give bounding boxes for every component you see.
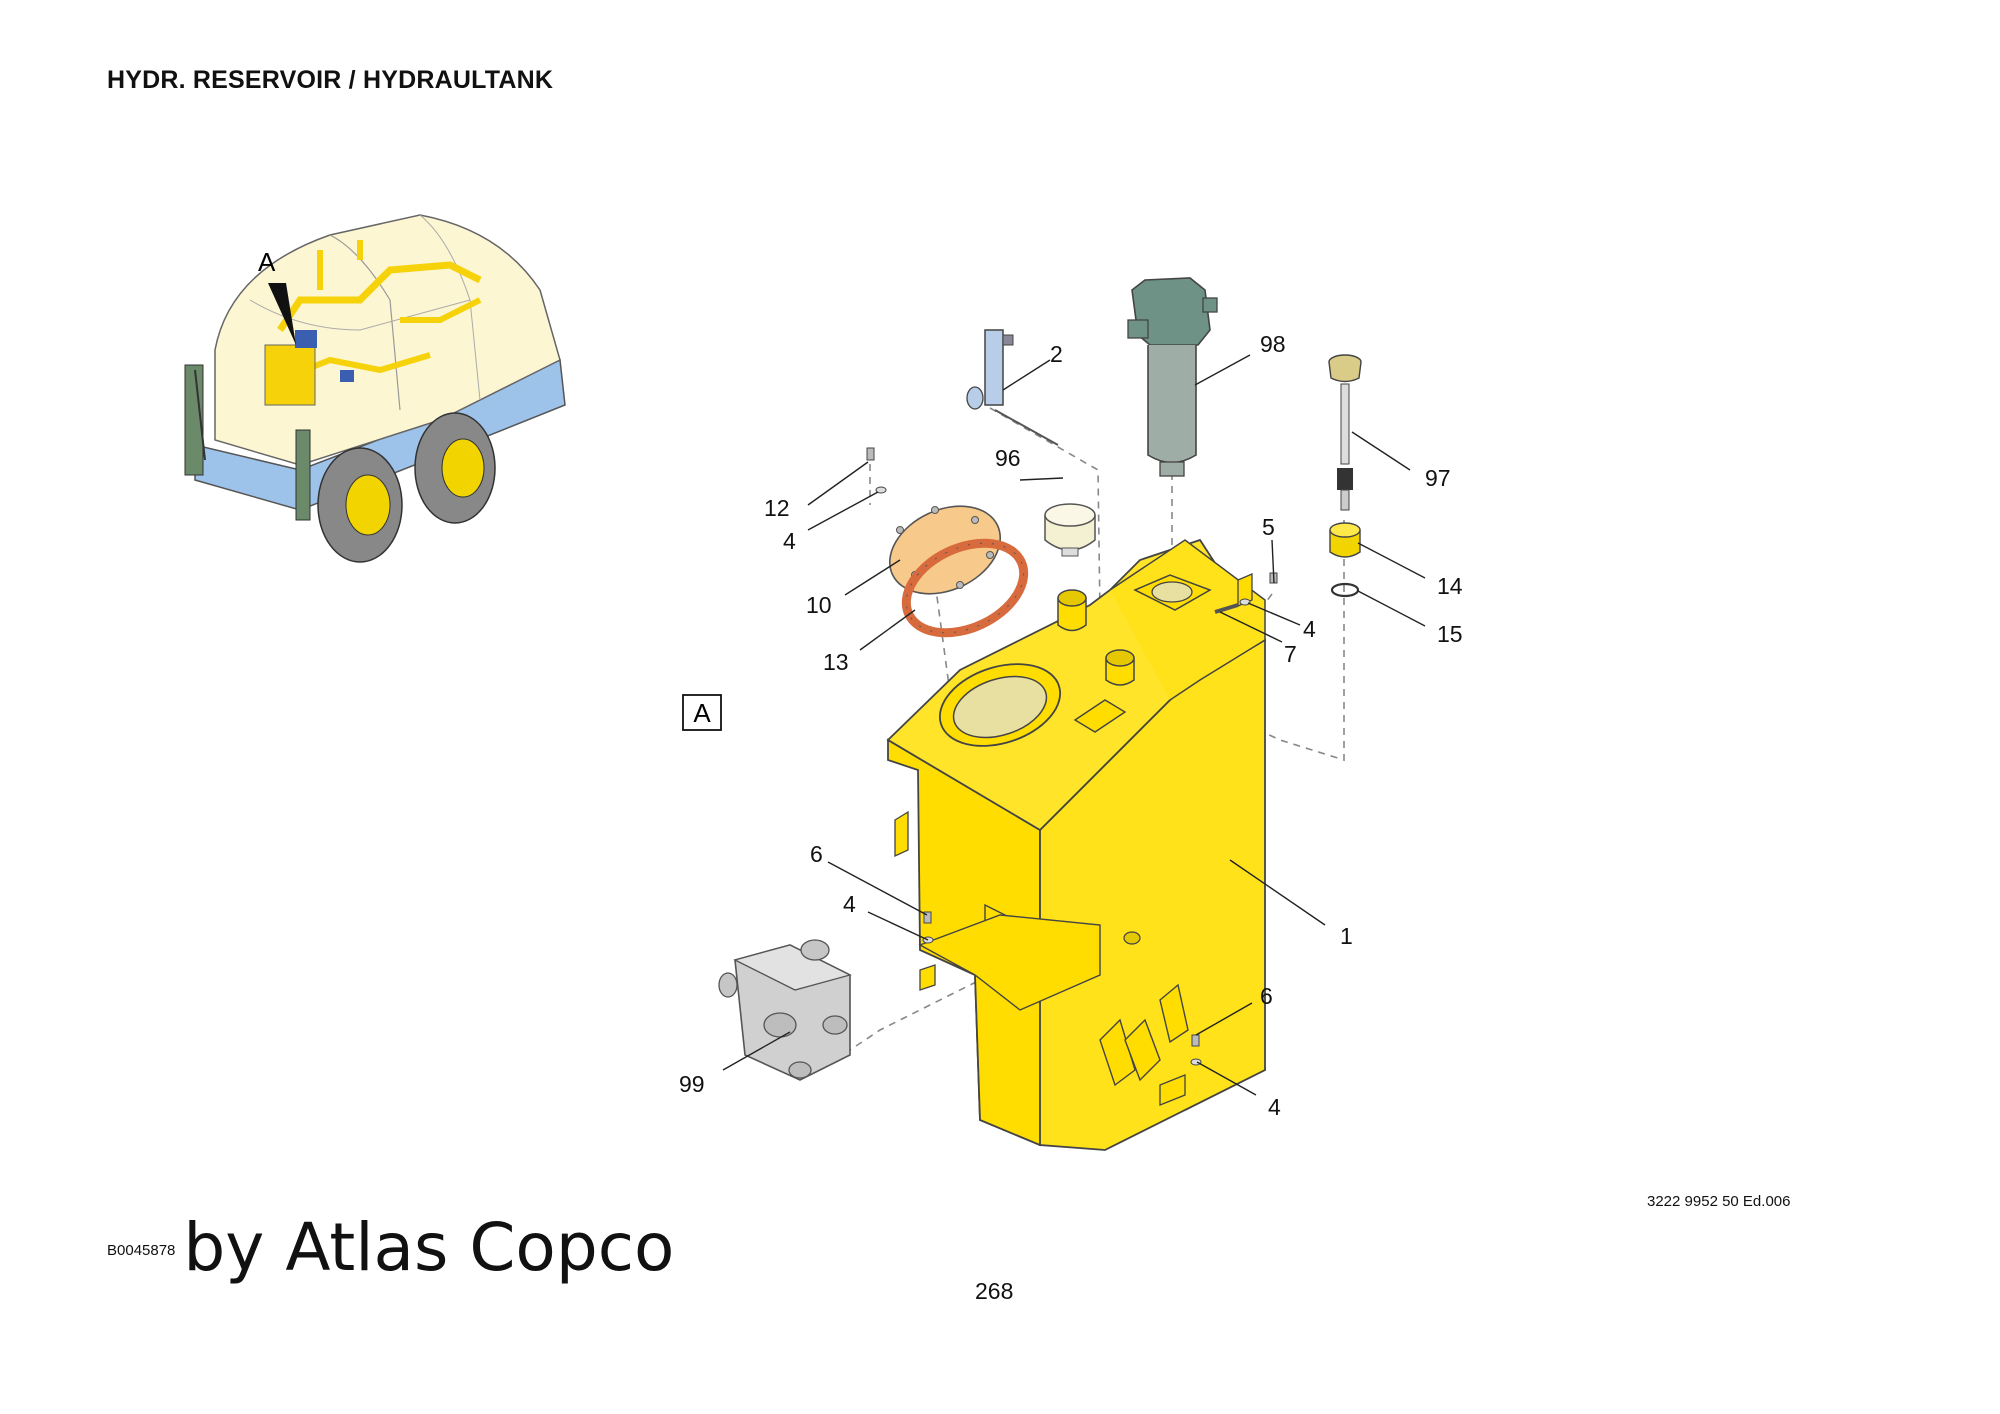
callout-5: 5 bbox=[1262, 514, 1275, 540]
level-indicator bbox=[1328, 354, 1362, 511]
callout-4-left: 4 bbox=[843, 891, 856, 917]
rear-wheel bbox=[317, 447, 403, 563]
adapter-nut bbox=[1329, 522, 1361, 558]
leader-lines bbox=[722, 354, 1426, 1096]
hydraulic-pump bbox=[718, 939, 852, 1081]
callout-96: 96 bbox=[995, 445, 1021, 471]
callout-97: 97 bbox=[1425, 465, 1451, 491]
watermark: by Atlas Copco bbox=[183, 1209, 675, 1286]
callout-1: 1 bbox=[1340, 923, 1353, 949]
footer-left: B0045878 by Atlas Copco bbox=[107, 1215, 674, 1281]
bolts bbox=[866, 447, 1278, 1066]
callout-15: 15 bbox=[1437, 621, 1463, 647]
callout-13: 13 bbox=[823, 649, 849, 675]
view-box bbox=[682, 694, 722, 731]
view-indicator-letter: A bbox=[258, 247, 276, 277]
hydraulic-tank bbox=[886, 538, 1267, 1151]
machine-overview-illustration: A bbox=[184, 214, 566, 563]
callout-6-left: 6 bbox=[810, 841, 823, 867]
return-filter bbox=[1127, 277, 1218, 477]
o-ring bbox=[1330, 582, 1360, 598]
callout-4-bracket: 4 bbox=[1303, 616, 1316, 642]
callout-10: 10 bbox=[806, 592, 832, 618]
callout-labels: 1 2 98 96 97 12 4 10 13 5 4 7 14 15 6 4 … bbox=[679, 331, 1463, 1120]
callout-14: 14 bbox=[1437, 573, 1463, 599]
page-number: 268 bbox=[975, 1278, 1014, 1304]
breather bbox=[1044, 503, 1096, 557]
callout-99: 99 bbox=[679, 1071, 705, 1097]
callout-7: 7 bbox=[1284, 641, 1297, 667]
callout-98: 98 bbox=[1260, 331, 1286, 357]
callout-6-right: 6 bbox=[1260, 983, 1273, 1009]
level-sender bbox=[966, 329, 1059, 446]
front-wheel bbox=[414, 412, 496, 524]
callout-4-right: 4 bbox=[1268, 1094, 1281, 1120]
callout-2: 2 bbox=[1050, 341, 1063, 367]
callout-4-washer-top: 4 bbox=[783, 528, 796, 554]
view-box-label: A bbox=[693, 698, 711, 728]
drawing-code: B0045878 bbox=[107, 1242, 176, 1259]
detail-view: A bbox=[679, 277, 1463, 1151]
page-title: HYDR. RESERVOIR / HYDRAULTANK bbox=[107, 66, 554, 94]
callout-12: 12 bbox=[764, 495, 790, 521]
document-reference: 3222 9952 50 Ed.006 bbox=[1647, 1193, 1791, 1210]
